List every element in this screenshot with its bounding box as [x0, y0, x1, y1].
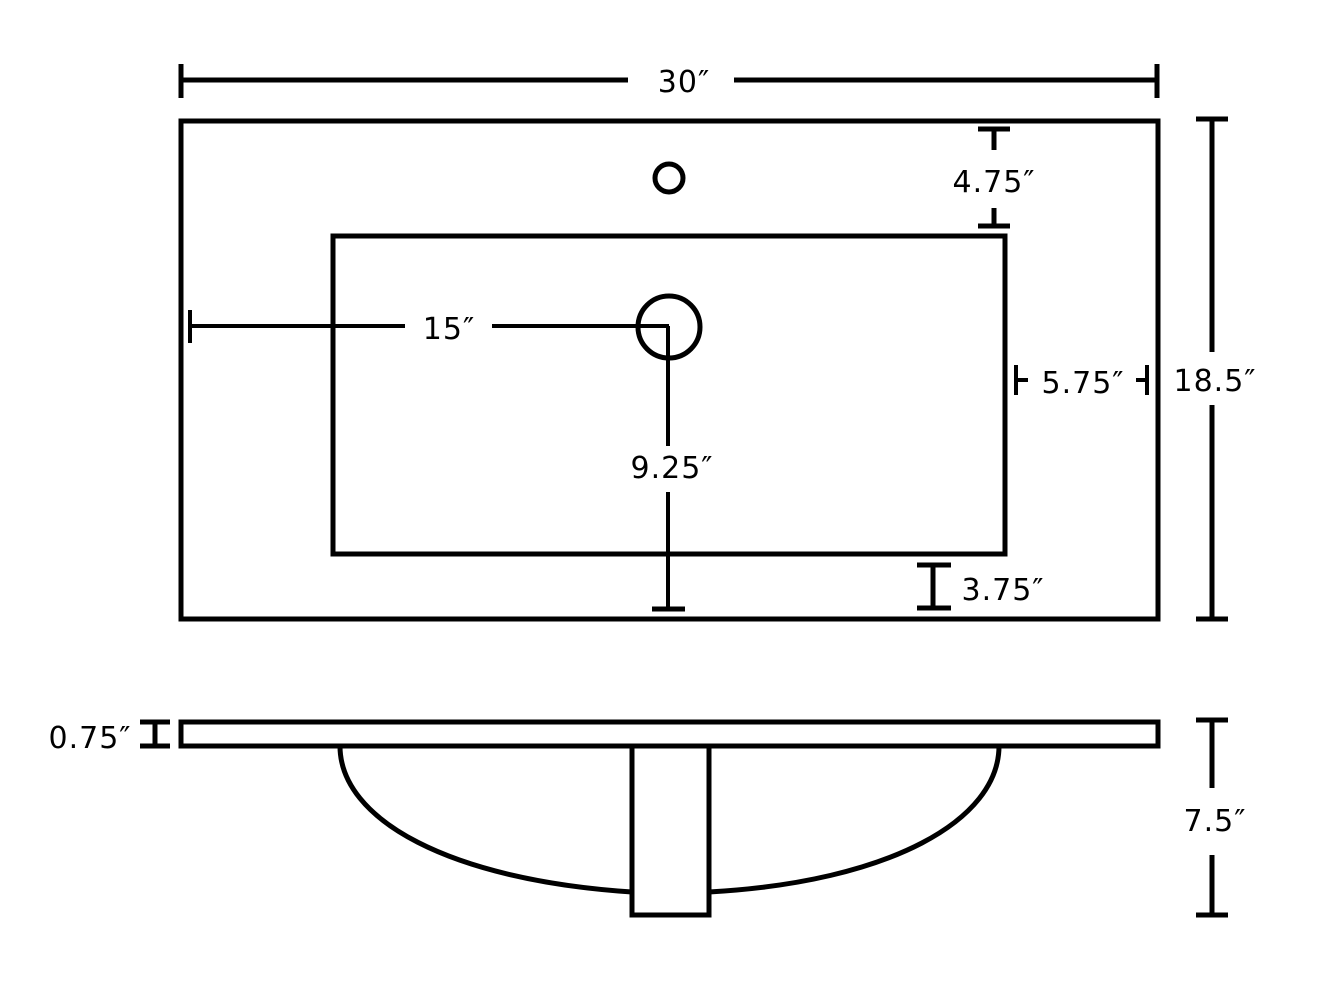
side-view: 0.75″ 7.5″	[48, 717, 1247, 918]
drain-from-left-dimension: 15″	[188, 310, 669, 347]
depth-dimension: 18.5″	[1173, 116, 1256, 622]
depth-label: 18.5″	[1173, 364, 1256, 399]
bowl-side-margin-dimension: 5.75″	[1014, 365, 1149, 401]
drain-from-front-label: 9.25″	[630, 451, 713, 486]
width-label: 30″	[658, 65, 710, 100]
bowl-profile	[337, 745, 633, 895]
height-label: 7.5″	[1184, 804, 1247, 839]
height-dimension: 7.5″	[1184, 717, 1247, 918]
drain-from-front-dimension: 9.25″	[630, 326, 713, 612]
drain-from-left-label: 15″	[423, 312, 475, 347]
top-view: 30″ 4.75″ 15″ 9.25″	[178, 64, 1256, 622]
faucet-hole	[652, 161, 686, 195]
width-dimension: 30″	[178, 64, 1160, 100]
deck-profile	[178, 719, 1161, 749]
bowl-front-margin-label: 3.75″	[961, 573, 1044, 608]
deck-thickness-dimension: 0.75″	[48, 719, 170, 756]
deck-thickness-label: 0.75″	[48, 721, 131, 756]
bowl-side-margin-label: 5.75″	[1041, 366, 1124, 401]
faucet-to-bowl-dimension: 4.75″	[952, 126, 1035, 229]
countertop-outline	[178, 118, 1161, 622]
bowl-front-margin-dimension: 3.75″	[917, 562, 1044, 611]
faucet-to-bowl-label: 4.75″	[952, 165, 1035, 200]
drain-column	[629, 743, 712, 918]
bowl-profile-right	[708, 745, 1002, 895]
